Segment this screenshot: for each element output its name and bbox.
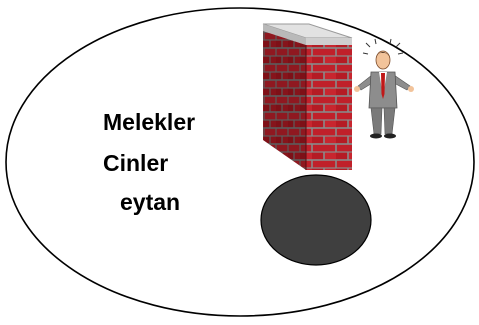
brick-wall-icon (263, 24, 352, 170)
outer-ellipse (6, 8, 474, 316)
label-cinler: Cinler (103, 152, 168, 175)
label-melekler: Melekler (103, 111, 195, 134)
dark-hole-icon (261, 175, 371, 265)
label-seytan: eytan (120, 191, 180, 214)
